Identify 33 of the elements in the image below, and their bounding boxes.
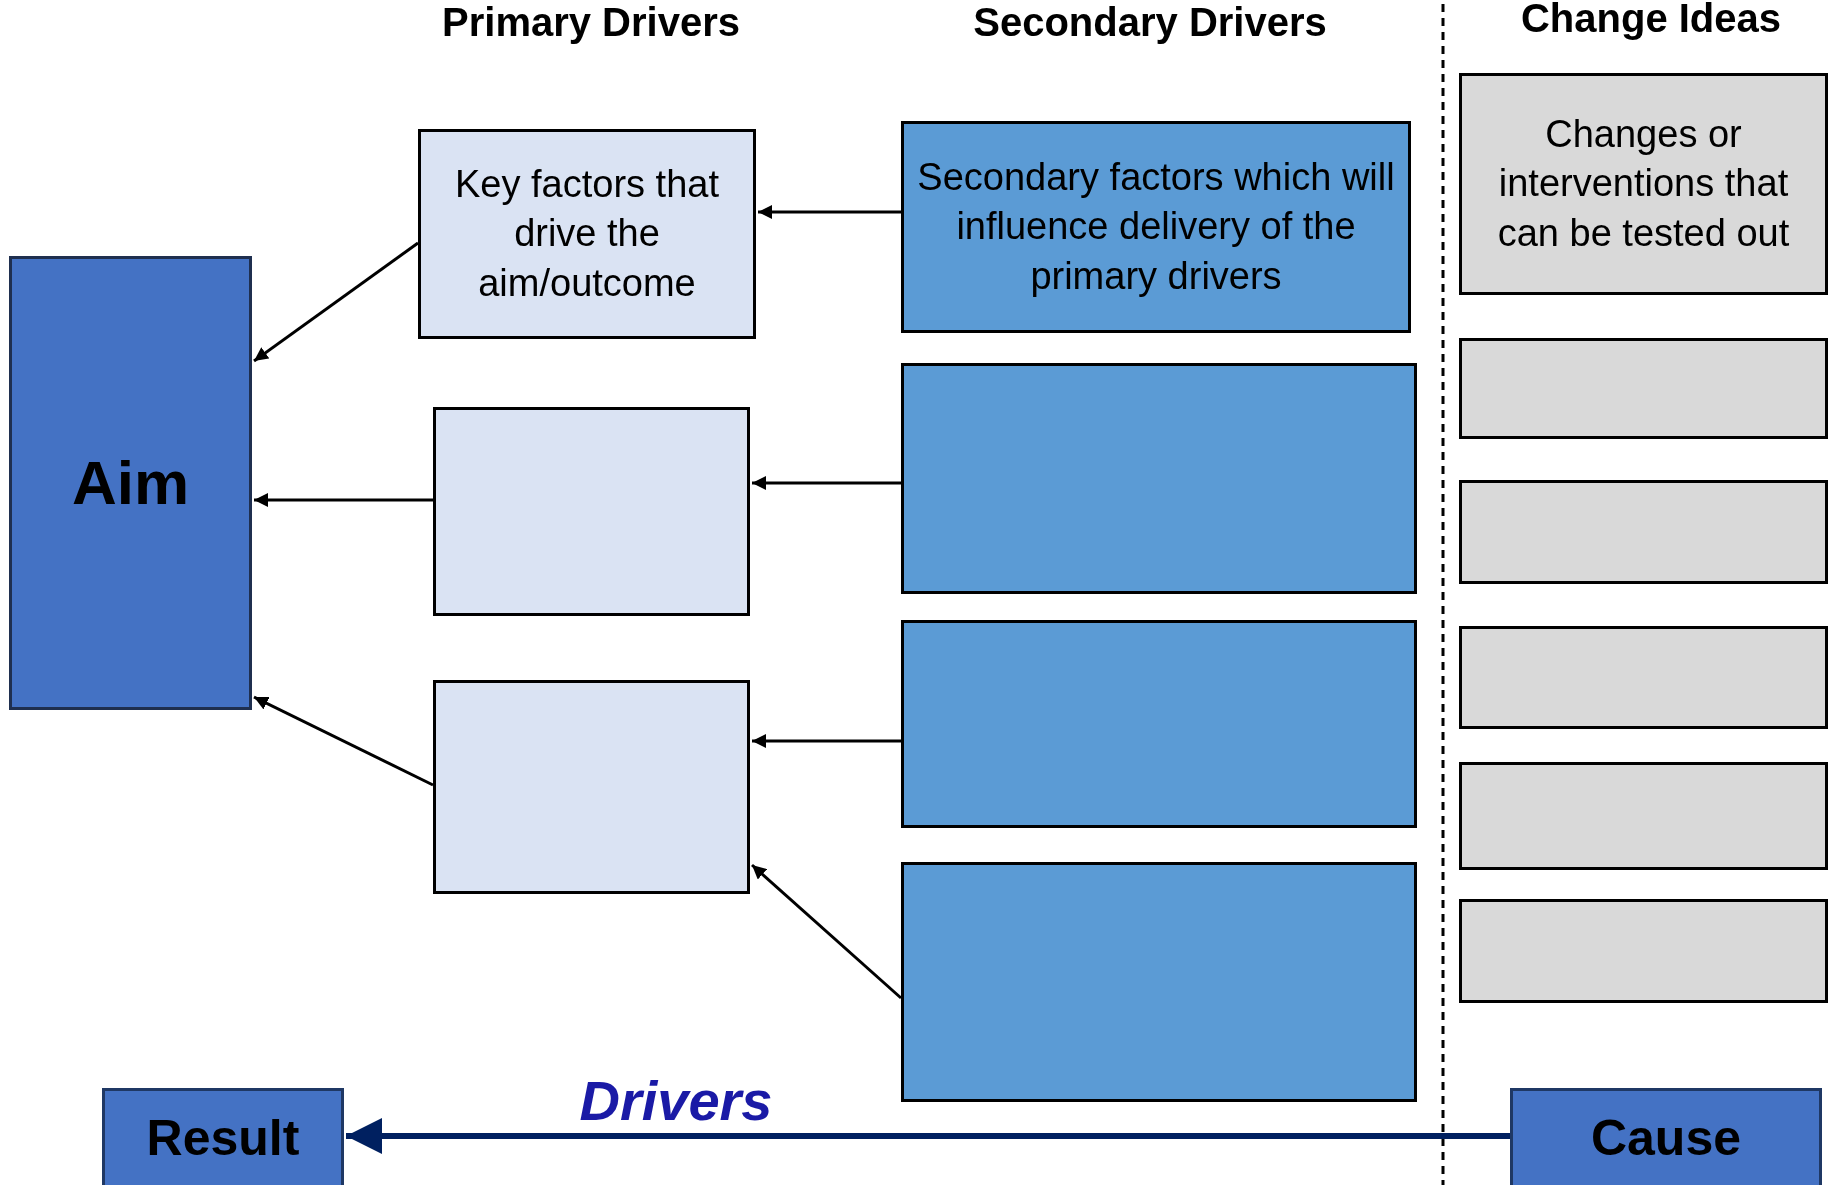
change-idea-box — [1459, 73, 1828, 295]
primary-driver-box — [418, 129, 756, 339]
process-box — [1510, 1088, 1822, 1185]
secondary-driver-box — [901, 363, 1417, 594]
node-text: Aim — [70, 446, 191, 519]
arrow — [752, 476, 901, 490]
column-heading: Secondary Drivers — [973, 0, 1327, 45]
change-idea-box — [1459, 480, 1828, 584]
change-idea-box — [1459, 338, 1828, 439]
node-text: Key factors that drive the aim/outcome — [454, 161, 720, 306]
arrow — [253, 241, 419, 363]
aim-box — [9, 256, 252, 710]
secondary-driver-box — [901, 862, 1417, 1102]
arrow — [254, 493, 433, 507]
arrow — [752, 734, 901, 748]
secondary-driver-box — [901, 620, 1417, 828]
change-idea-box — [1459, 762, 1828, 870]
arrow — [751, 863, 902, 1000]
secondary-driver-box — [901, 121, 1411, 333]
change-idea-box — [1459, 626, 1828, 729]
column-heading: Primary Drivers — [442, 0, 740, 45]
arrow — [253, 695, 434, 787]
node-text: Secondary factors which will influence delivery of the primary drivers — [916, 154, 1396, 299]
primary-driver-box — [433, 407, 750, 616]
primary-driver-box — [433, 680, 750, 894]
process-box — [102, 1088, 344, 1185]
node-text: Changes or interventions that can be tested out — [1496, 111, 1791, 256]
arrow — [346, 1118, 1510, 1154]
node-text: Result — [145, 1108, 301, 1168]
node-text: Cause — [1589, 1108, 1743, 1168]
change-idea-box — [1459, 899, 1828, 1003]
edge-label: Drivers — [579, 1067, 773, 1133]
arrow — [758, 205, 901, 219]
